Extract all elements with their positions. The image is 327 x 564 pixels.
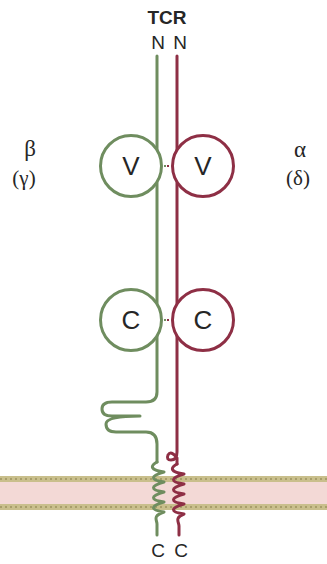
chain-segment [167, 319, 170, 321]
chain-label: (γ) [12, 168, 35, 189]
alpha-chain [167, 56, 184, 535]
membrane-dots [0, 478, 327, 480]
chain-label: (δ) [286, 168, 310, 189]
chain-segment [156, 183, 159, 303]
domain-label: C [171, 288, 235, 352]
chain-segment [164, 319, 167, 321]
chain-connector [177, 183, 178, 303]
chain-connector [157, 183, 158, 303]
chain-label: TCR [147, 8, 186, 27]
domain-label: V [171, 134, 235, 198]
chain-label: C [151, 541, 165, 560]
membrane-dots [0, 506, 327, 508]
chain-label: C [174, 541, 188, 560]
chain-connector [164, 320, 170, 321]
chain-label: α [294, 138, 306, 161]
chain-segment [176, 183, 179, 303]
domain-circle: V [171, 134, 235, 198]
chain-label: N [173, 33, 187, 52]
chain-label: N [151, 33, 165, 52]
domain-circle: C [171, 288, 235, 352]
domain-label: V [99, 134, 163, 198]
chain-segment [167, 165, 170, 167]
domain-circle: V [99, 134, 163, 198]
chain-connector [164, 166, 170, 167]
domain-label: C [99, 288, 163, 352]
chain-label: β [24, 137, 36, 160]
membrane-edge [0, 504, 327, 510]
chain-segment [164, 165, 167, 167]
domain-circle: C [99, 288, 163, 352]
